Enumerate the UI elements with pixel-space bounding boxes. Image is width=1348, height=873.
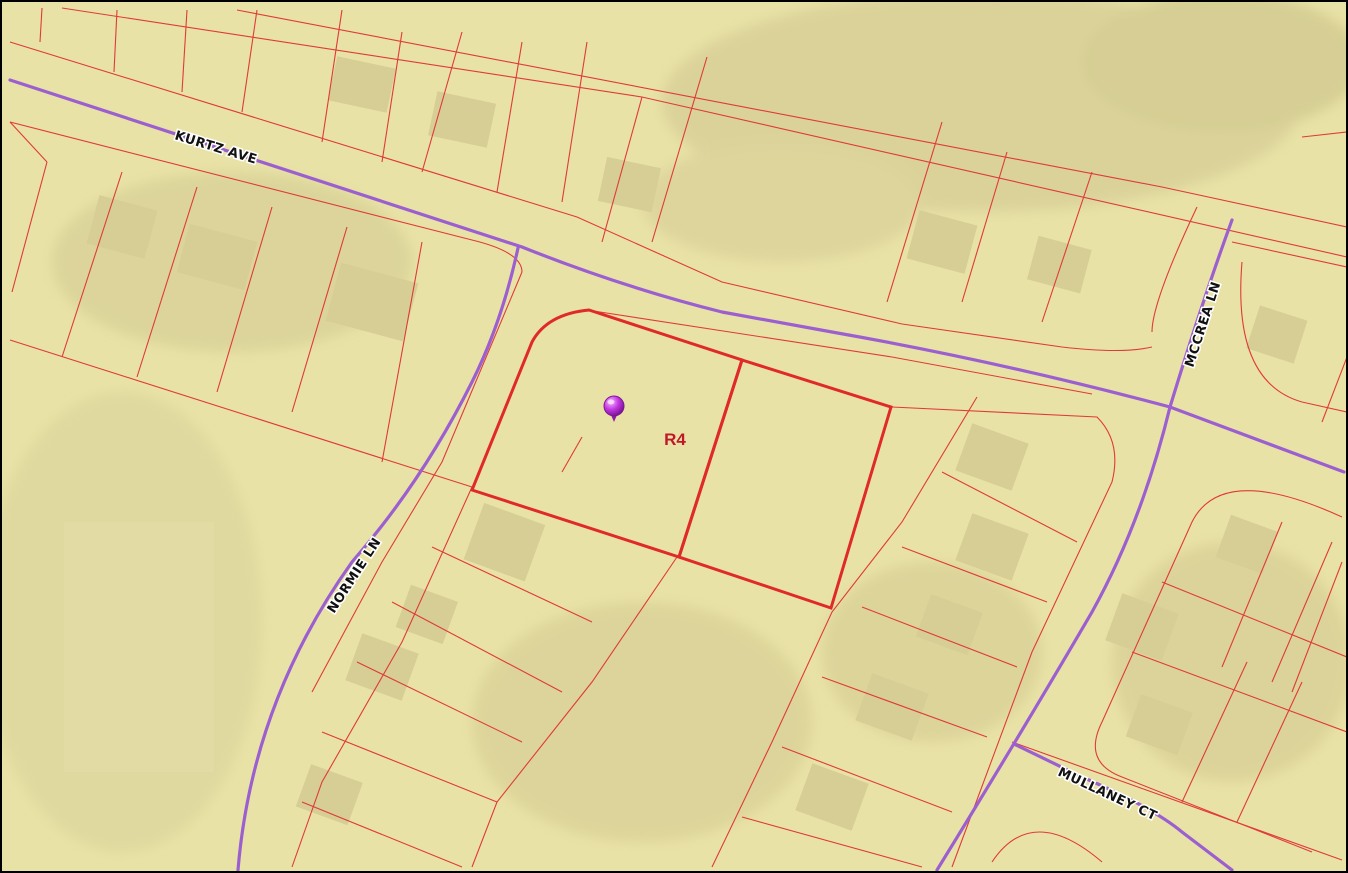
street-label-normie-ln: NORMIE LN <box>325 535 385 616</box>
zone-label: R4 <box>664 430 686 449</box>
street-label-mullaney-ct: MULLANEY CT <box>1055 765 1159 824</box>
street-label-kurtz-ave: KURTZ AVE <box>173 128 259 167</box>
highlighted-parcels[interactable] <box>470 308 893 610</box>
street-centerlines <box>8 78 1346 871</box>
aerial-imagery <box>2 2 1346 852</box>
parcel-east[interactable] <box>677 358 893 610</box>
parcel-west[interactable] <box>470 308 744 559</box>
street-label-mccrea-ln: MCCREA LN <box>1183 280 1225 369</box>
location-pin-icon[interactable] <box>603 395 625 422</box>
parcel-boundaries <box>9 7 1346 868</box>
